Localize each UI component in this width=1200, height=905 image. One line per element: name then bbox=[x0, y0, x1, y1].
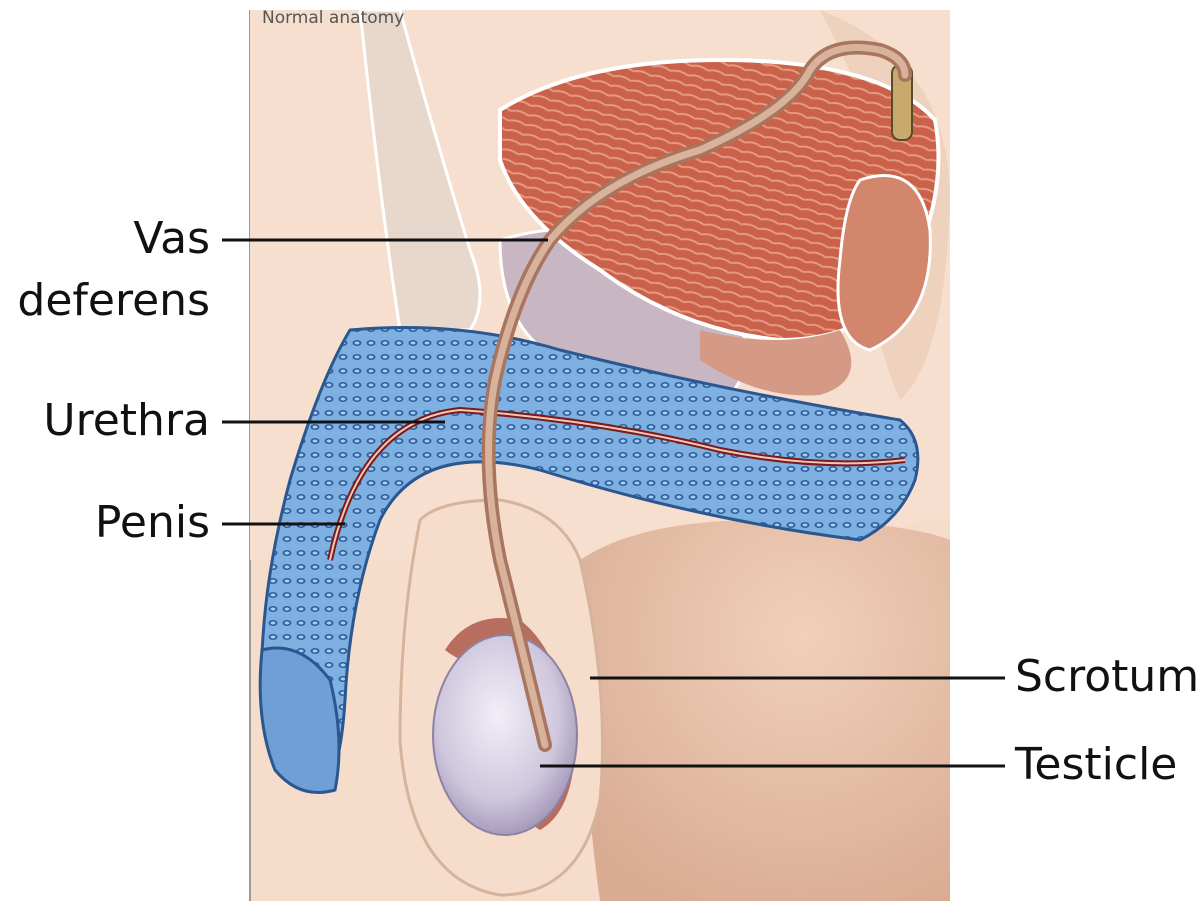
label-penis: Penis bbox=[95, 498, 210, 548]
label-vas-deferens-line1: Vas bbox=[133, 214, 210, 264]
caption: Normal anatomy bbox=[262, 8, 404, 28]
label-scrotum: Scrotum bbox=[1015, 652, 1199, 702]
thigh bbox=[580, 520, 950, 901]
testicle-shape bbox=[433, 635, 577, 835]
label-urethra: Urethra bbox=[43, 396, 210, 446]
label-vas-deferens-line2: deferens bbox=[17, 276, 210, 326]
label-testicle: Testicle bbox=[1015, 740, 1177, 790]
